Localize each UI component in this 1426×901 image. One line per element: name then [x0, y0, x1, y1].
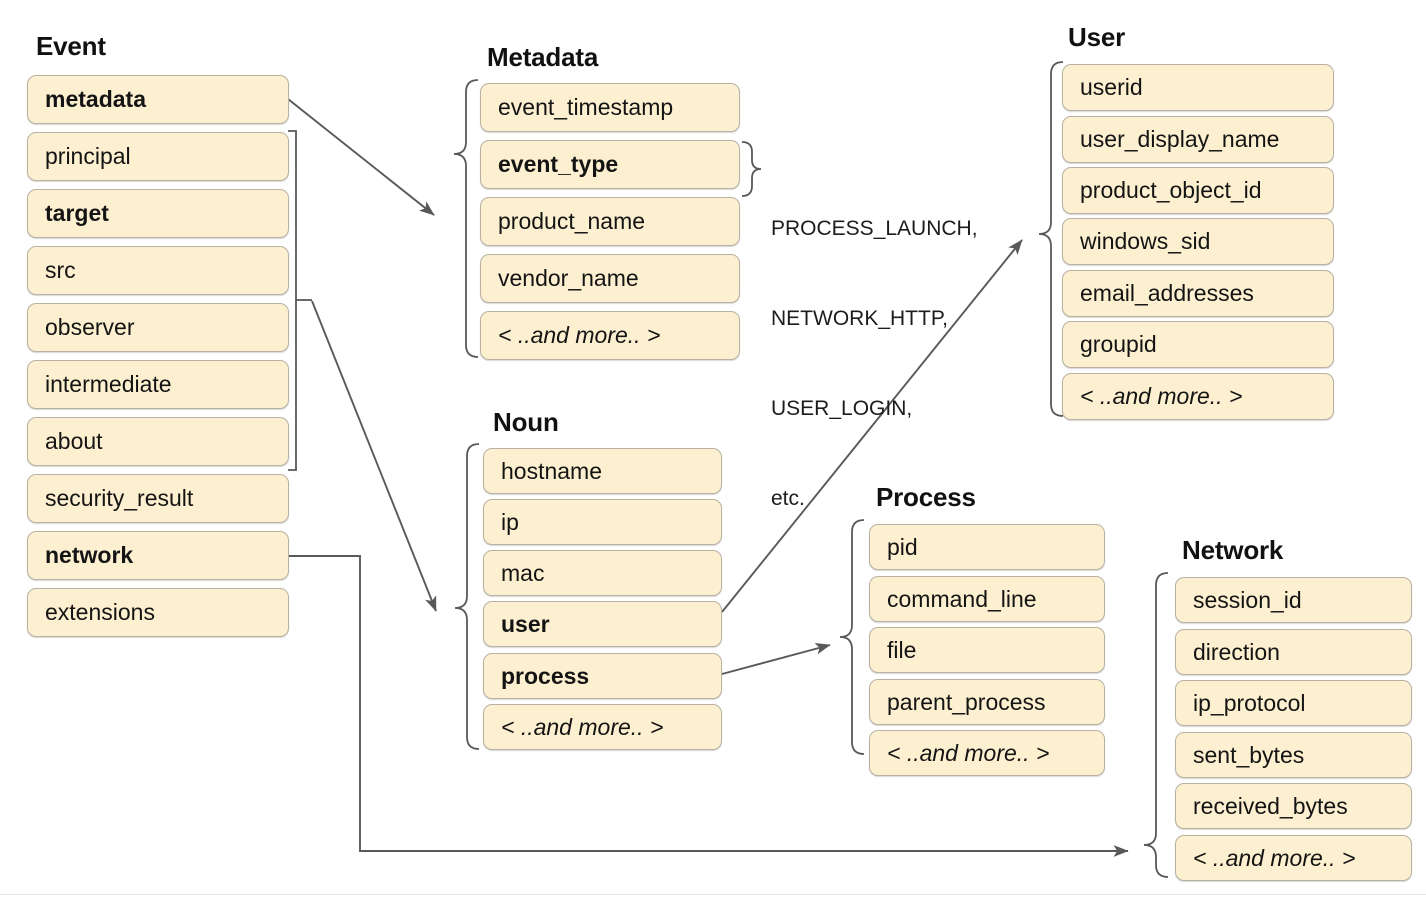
- annotation-line-3: USER_LOGIN,: [771, 397, 913, 420]
- field-event-about[interactable]: about: [27, 417, 289, 466]
- brace-event-type-values: [741, 141, 762, 197]
- group-title-user: User: [1068, 22, 1126, 52]
- field-noun-process[interactable]: process: [483, 653, 722, 699]
- field-network-session-id[interactable]: session_id: [1175, 577, 1412, 623]
- field-event-intermediate[interactable]: intermediate: [27, 360, 289, 409]
- field-network-ip-protocol[interactable]: ip_protocol: [1175, 680, 1412, 726]
- field-user-groupid[interactable]: groupid: [1062, 321, 1334, 368]
- field-event-src[interactable]: src: [27, 246, 289, 295]
- field-metadata-event-type[interactable]: event_type: [480, 140, 740, 189]
- field-event-principal[interactable]: principal: [27, 132, 289, 181]
- field-process-pid[interactable]: pid: [869, 524, 1105, 570]
- field-network-received-bytes[interactable]: received_bytes: [1175, 783, 1412, 829]
- field-event-metadata[interactable]: metadata: [27, 75, 289, 124]
- field-event-network[interactable]: network: [27, 531, 289, 580]
- field-event-observer[interactable]: observer: [27, 303, 289, 352]
- annotation-event-type-values: PROCESS_LAUNCH, NETWORK_HTTP, USER_LOGIN…: [771, 154, 978, 574]
- group-title-network: Network: [1182, 535, 1284, 565]
- field-event-security-result[interactable]: security_result: [27, 474, 289, 523]
- field-process-command-line[interactable]: command_line: [869, 576, 1105, 622]
- group-title-noun: Noun: [493, 407, 559, 437]
- field-metadata-vendor-name[interactable]: vendor_name: [480, 254, 740, 303]
- group-title-event: Event: [36, 31, 106, 61]
- field-user-email-addresses[interactable]: email_addresses: [1062, 270, 1334, 317]
- brace-network: [1143, 572, 1169, 878]
- field-noun-user[interactable]: user: [483, 601, 722, 647]
- annotation-line-1: PROCESS_LAUNCH,: [771, 217, 978, 240]
- field-network-sent-bytes[interactable]: sent_bytes: [1175, 732, 1412, 778]
- brace-metadata: [453, 79, 479, 358]
- field-process-file[interactable]: file: [869, 627, 1105, 673]
- field-noun-ip[interactable]: ip: [483, 499, 722, 545]
- field-metadata-product-name[interactable]: product_name: [480, 197, 740, 246]
- group-title-metadata: Metadata: [487, 42, 599, 72]
- field-event-target[interactable]: target: [27, 189, 289, 238]
- bottom-divider: [0, 894, 1426, 895]
- group-title-process: Process: [876, 482, 976, 512]
- field-network-more[interactable]: < ..and more.. >: [1175, 835, 1412, 881]
- arrow-event-to-noun-group: [311, 300, 437, 612]
- field-process-more[interactable]: < ..and more.. >: [869, 730, 1105, 776]
- arrow-metadata-to-metadata-group: [287, 98, 435, 216]
- bracket-event-nouns: [288, 130, 297, 471]
- field-user-user-display-name[interactable]: user_display_name: [1062, 116, 1334, 163]
- brace-noun: [454, 443, 480, 750]
- field-noun-hostname[interactable]: hostname: [483, 448, 722, 494]
- field-process-parent-process[interactable]: parent_process: [869, 679, 1105, 725]
- field-user-product-object-id[interactable]: product_object_id: [1062, 167, 1334, 214]
- field-user-windows-sid[interactable]: windows_sid: [1062, 218, 1334, 265]
- field-event-extensions[interactable]: extensions: [27, 588, 289, 637]
- annotation-line-4: etc.: [771, 487, 805, 510]
- field-network-direction[interactable]: direction: [1175, 629, 1412, 675]
- field-metadata-more[interactable]: < ..and more.. >: [480, 311, 740, 360]
- field-user-more[interactable]: < ..and more.. >: [1062, 373, 1334, 420]
- annotation-line-2: NETWORK_HTTP,: [771, 307, 948, 330]
- field-noun-mac[interactable]: mac: [483, 550, 722, 596]
- arrow-noun-process-to-process-group: [721, 643, 831, 675]
- field-metadata-event-timestamp[interactable]: event_timestamp: [480, 83, 740, 132]
- field-user-userid[interactable]: userid: [1062, 64, 1334, 111]
- field-noun-more[interactable]: < ..and more.. >: [483, 704, 722, 750]
- brace-user: [1038, 61, 1064, 417]
